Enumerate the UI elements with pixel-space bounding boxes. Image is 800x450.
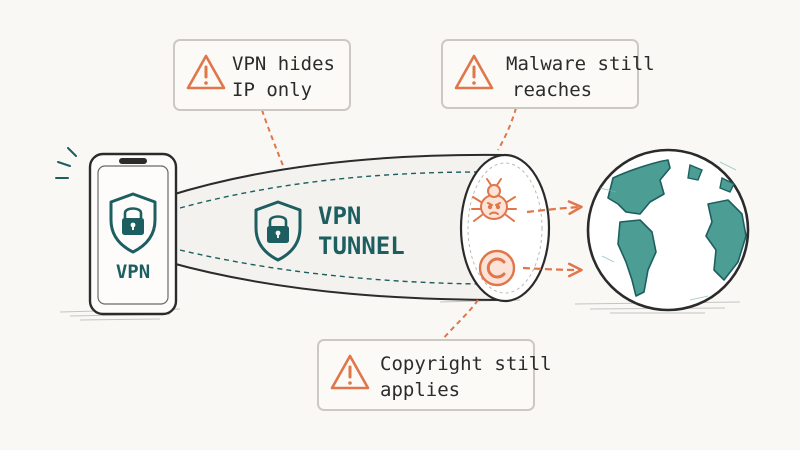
copyright-callout-connector bbox=[441, 299, 479, 341]
tunnel-label-line1: VPN bbox=[318, 202, 361, 230]
tunnel-shield-lock-icon bbox=[254, 200, 302, 262]
warning-icon bbox=[186, 54, 226, 90]
globe-icon bbox=[586, 148, 750, 312]
phone-label: VPN bbox=[116, 261, 150, 283]
callout-copyright-line1: Copyright still bbox=[380, 353, 552, 375]
copyright-icon bbox=[478, 249, 516, 287]
tunnel-label-line2: TUNNEL bbox=[318, 232, 405, 260]
warning-icon bbox=[454, 54, 494, 90]
malware-bug-icon bbox=[471, 178, 517, 222]
malware-arrow bbox=[526, 200, 583, 215]
callout-malware: Malware still reaches bbox=[441, 39, 655, 109]
callout-ip-line2: IP only bbox=[232, 79, 312, 101]
ip-callout-connector bbox=[261, 109, 285, 169]
callout-ip-line1: VPN hides bbox=[232, 53, 335, 75]
malware-callout-connector bbox=[497, 107, 517, 151]
callout-copyright-line2: applies bbox=[380, 379, 460, 401]
warning-icon bbox=[330, 354, 370, 390]
callout-malware-line1: Malware still bbox=[506, 53, 655, 75]
signal-waves-icon bbox=[55, 147, 77, 179]
callout-ip-only: VPN hides IP only bbox=[173, 39, 351, 111]
copyright-arrow bbox=[522, 262, 583, 278]
callout-copyright: Copyright still applies bbox=[317, 339, 552, 411]
callout-malware-line2: reaches bbox=[512, 79, 592, 101]
phone-shield-lock-icon bbox=[109, 192, 157, 254]
